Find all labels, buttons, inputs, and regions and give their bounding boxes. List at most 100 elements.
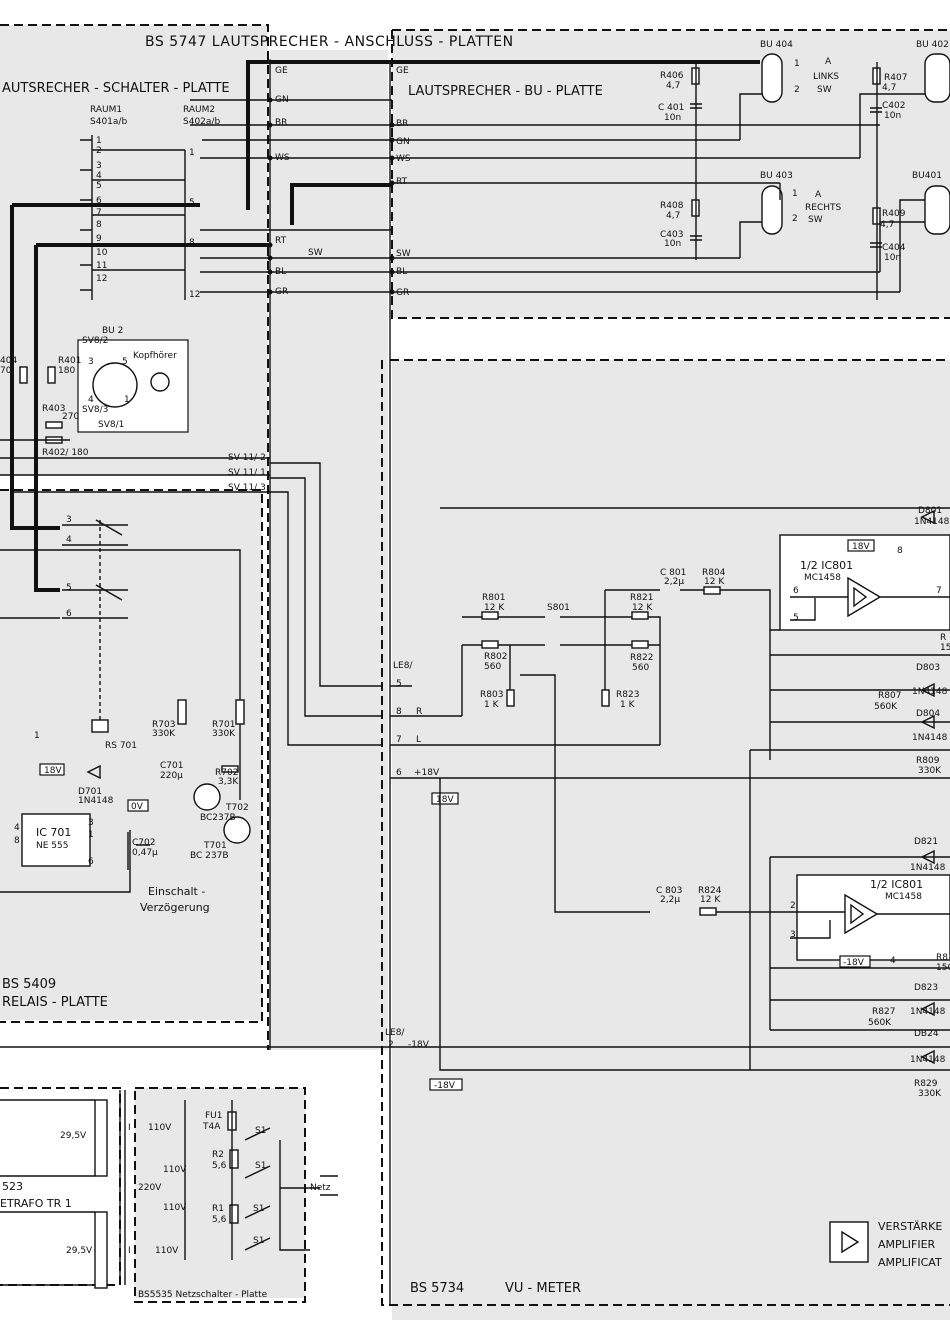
- pin-9: 9: [96, 234, 102, 244]
- bu2-label: BU 2: [102, 326, 123, 336]
- r803-value: 1 K: [484, 700, 500, 710]
- r809-label: R809: [916, 756, 940, 766]
- raum2-ref: S402a/b: [183, 117, 220, 127]
- wire-bl-right: BL: [396, 267, 407, 277]
- op2-pin2: 2: [790, 901, 796, 911]
- hp-pin4: 4: [88, 395, 94, 405]
- relay-0v: 0V: [131, 802, 144, 812]
- tr-v295-bottom: 29,5V: [66, 1246, 93, 1256]
- c403-value: 10n: [664, 239, 681, 249]
- c801-value: 2,2µ: [664, 577, 684, 587]
- d701-value: 1N4148: [78, 796, 114, 806]
- tr-roman-2: I: [128, 1246, 131, 1256]
- pin-5: 5: [96, 181, 102, 191]
- ic701-pin4: 4: [14, 823, 20, 833]
- r822-value: 560: [632, 663, 649, 673]
- bu404-label: BU 404: [760, 40, 793, 50]
- relais-title: RELAIS - PLATTE: [2, 995, 108, 1010]
- d803-value: 1N4148: [912, 687, 948, 697]
- amplifier-legend: VERSTÄRKE AMPLIFIER AMPLIFICAT: [829, 1220, 942, 1269]
- r401-value: 180: [58, 366, 75, 376]
- op2-label: 1/2 IC801: [870, 878, 923, 891]
- wire-rt-left: RT: [275, 236, 287, 246]
- fu1-value: T4A: [202, 1122, 221, 1132]
- d823-label: D823: [914, 983, 938, 993]
- headphone-socket: BU 2 Kopfhörer SV8/2 SV8/3 SV8/1 3 4 5 1…: [0, 326, 270, 476]
- c701-value: 220µ: [160, 771, 183, 781]
- op1-label: 1/2 IC801: [800, 559, 853, 572]
- r827-value: 560K: [868, 1018, 892, 1028]
- d801-label: D801: [918, 506, 942, 516]
- c404-value: 10n: [884, 253, 901, 263]
- r822-label: R822: [630, 653, 653, 663]
- wire-sw-left: SW: [308, 248, 323, 258]
- r401-label: R401: [58, 356, 81, 366]
- r1-value: 5,6: [212, 1215, 227, 1225]
- sv83-label: SV8/3: [82, 405, 108, 415]
- le8-pin8: 8: [396, 707, 402, 717]
- d821-value: 1N4148: [910, 863, 946, 873]
- c404-label: C404: [882, 243, 906, 253]
- wire-br-left: BR: [275, 118, 287, 128]
- raum2-label: RAUM2: [183, 105, 215, 115]
- relay-pin6: 6: [66, 609, 72, 619]
- pin-12: 12: [96, 274, 107, 284]
- bu403-p1: 1: [792, 189, 798, 199]
- le8-connector: LE8/ 5 8 R 7 L 6 +18V 18V LE8/ 2 -18V -1…: [0, 661, 950, 1091]
- le8-pin7: 7: [396, 735, 402, 745]
- d804-value: 1N4148: [912, 733, 948, 743]
- rs701-label: RS 701: [105, 741, 137, 751]
- netz-title: BS5535 Netzschalter - Platte: [138, 1290, 268, 1300]
- r403-label: R403: [42, 404, 65, 414]
- pin-r2-5: 5: [189, 198, 195, 208]
- sv11-1: SV 11/ 1: [228, 468, 266, 478]
- le8-pin6: 6: [396, 768, 402, 778]
- fu1-label: FU1: [205, 1111, 223, 1121]
- hp-pin1: 1: [124, 395, 130, 405]
- tr-roman-1: I: [128, 1123, 131, 1133]
- r406-value: 4,7: [666, 81, 680, 91]
- r404-value: 70: [0, 366, 12, 376]
- pin-6: 6: [96, 196, 102, 206]
- op1-pin6: 6: [793, 586, 799, 596]
- tr-v295-top: 29,5V: [60, 1131, 87, 1141]
- t702-value: BC237B: [200, 813, 236, 823]
- op1-18v: 18V: [852, 542, 870, 552]
- pin-2: 2: [96, 146, 102, 156]
- r409-value: 4,7: [880, 220, 894, 230]
- c402-value: 10n: [884, 111, 901, 121]
- c702-value: 0,47µ: [132, 848, 158, 858]
- ic701-value: NE 555: [36, 841, 68, 851]
- s801-label: S801: [547, 603, 570, 613]
- t701-label: T701: [203, 841, 227, 851]
- verzoegerung-label: Verzögerung: [140, 901, 210, 914]
- pin-8: 8: [96, 220, 102, 230]
- r15-value: 15: [940, 643, 950, 653]
- t701-value: BC 237B: [190, 851, 229, 861]
- wire-junction-dots: [267, 59, 395, 295]
- r407-value: 4,7: [882, 83, 896, 93]
- wire-ws-left: WS: [275, 153, 290, 163]
- bu401-label: BU401: [912, 171, 942, 181]
- power-section: 29,5V 29,5V I I 110V 110V 220V 110V 110V…: [0, 1090, 338, 1289]
- r406-label: R406: [660, 71, 684, 81]
- legend-verstaerker: VERSTÄRKE: [878, 1220, 942, 1233]
- raum1-label: RAUM1: [90, 105, 122, 115]
- wire-ge-right: GE: [396, 66, 409, 76]
- r407-label: R407: [884, 73, 907, 83]
- wire-br-right: BR: [396, 119, 408, 129]
- s1-b: S1: [255, 1161, 266, 1171]
- r801-value: 12 K: [484, 603, 505, 613]
- op2-pin4: 4: [890, 956, 896, 966]
- speaker-switch: RAUM1 S401a/b RAUM2 S402a/b 1 2 3 4 5 6 …: [80, 105, 220, 300]
- legend-amplificat: AMPLIFICAT: [878, 1256, 942, 1269]
- s1-c: S1: [253, 1204, 264, 1214]
- bu403-label: BU 403: [760, 171, 793, 181]
- wire-bl-left: BL: [275, 267, 286, 277]
- le8-l: L: [416, 735, 421, 745]
- c803-value: 2,2µ: [660, 895, 680, 905]
- relay-18v: 18V: [44, 766, 62, 776]
- netz-label: Netz: [310, 1183, 331, 1193]
- bu403-p2: 2: [792, 214, 798, 224]
